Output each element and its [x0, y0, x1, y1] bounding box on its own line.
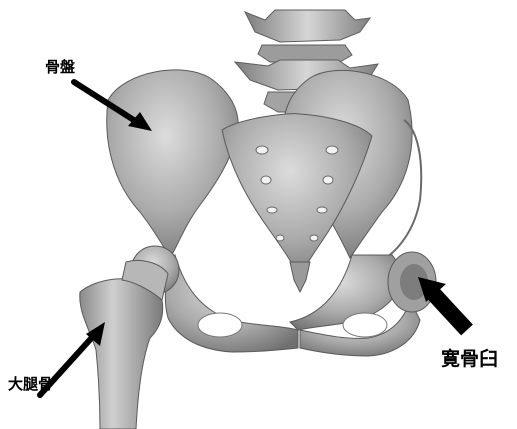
- pelvis-label: 骨盤: [45, 56, 75, 77]
- femur-label: 大腿骨: [8, 373, 53, 394]
- acetabulum-label: 寛骨臼: [441, 344, 498, 371]
- left-ilium: [107, 70, 239, 258]
